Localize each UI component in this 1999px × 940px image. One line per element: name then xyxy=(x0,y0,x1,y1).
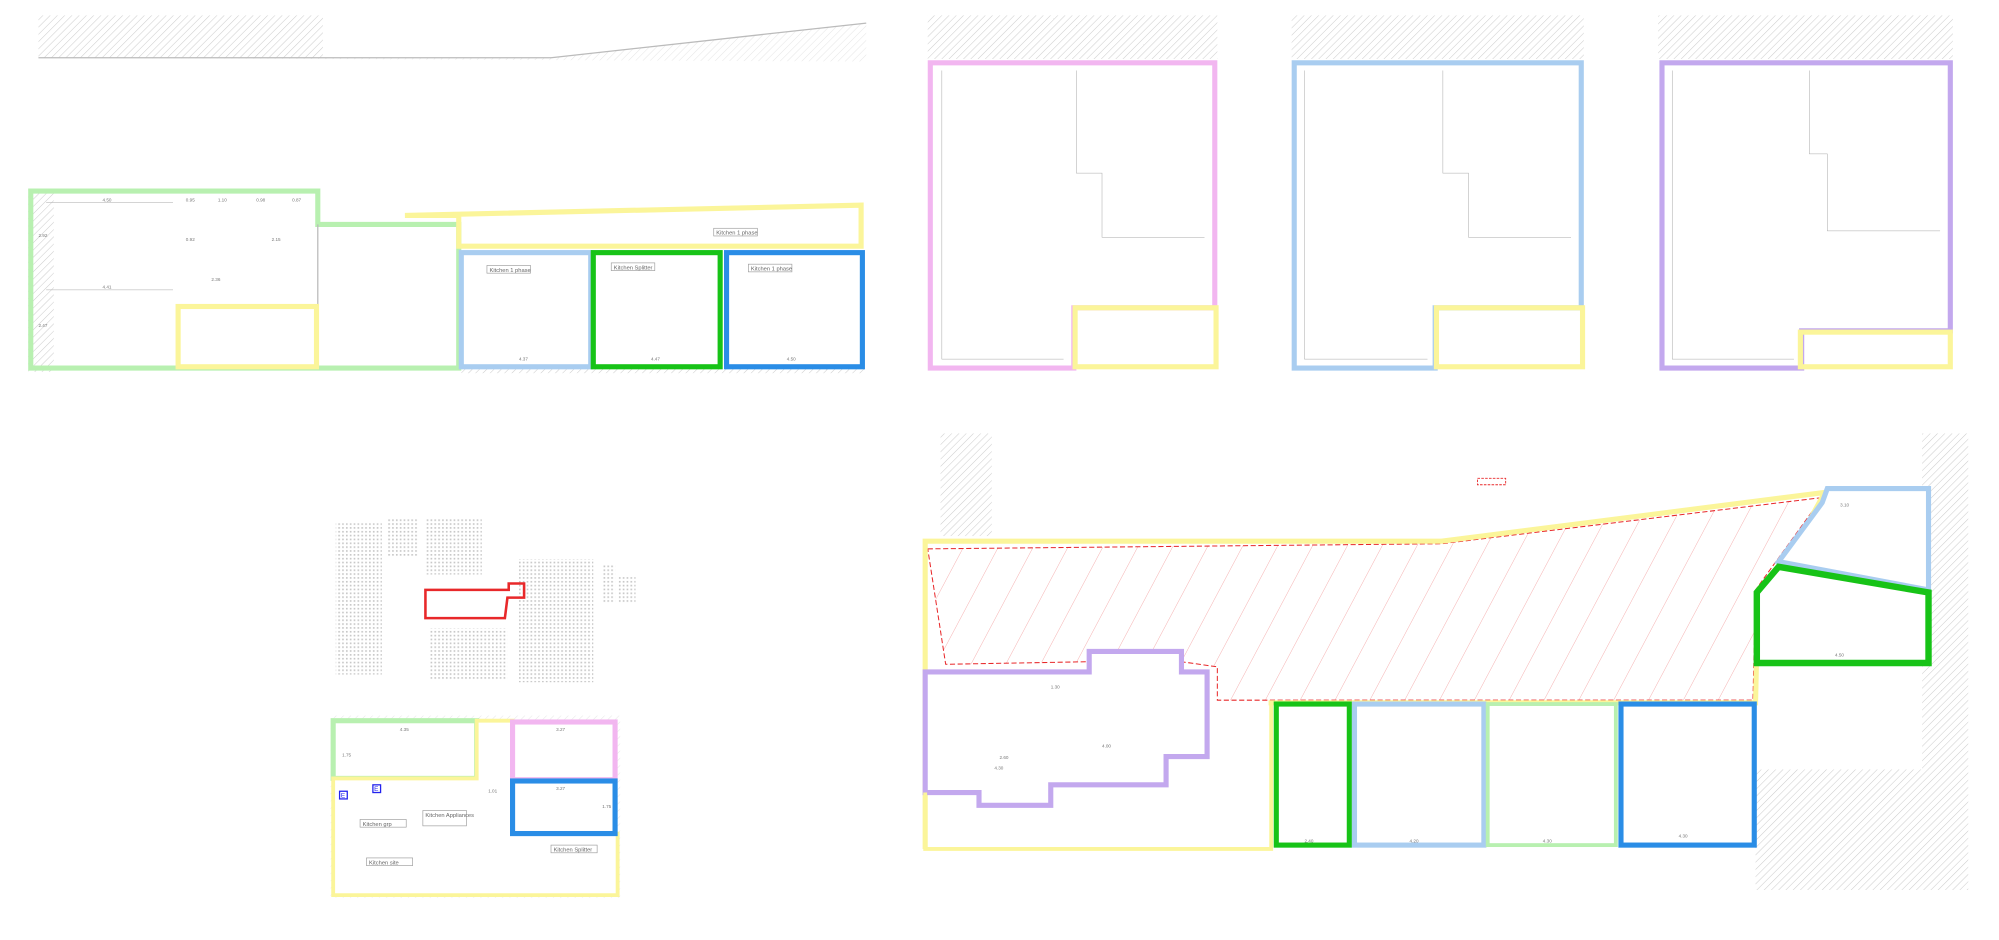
dimension-label: 2.15 xyxy=(272,237,281,242)
dimension-label: 2.40 xyxy=(1304,839,1313,844)
dimension-label: 0.87 xyxy=(292,197,301,202)
dimension-label: 1.75 xyxy=(342,753,351,758)
dimension-label: 4.30 xyxy=(1543,839,1552,844)
dimension-label: 0.92 xyxy=(186,237,195,242)
dimension-label: 0.98 xyxy=(256,197,265,202)
dimension-label: 4.35 xyxy=(400,727,409,732)
plan-purple xyxy=(1658,15,1953,371)
room-green-top xyxy=(1753,563,1932,667)
dimension-label: 2.47 xyxy=(38,323,47,328)
dimension-label: 4.30 xyxy=(994,765,1003,770)
dimension-label: 1.75 xyxy=(602,804,611,809)
plan-top-left: 4.50 0.95 1.10 0.98 0.87 2.92 0.92 2.15 … xyxy=(28,15,867,374)
plan-pink xyxy=(927,15,1219,371)
dimension-label: 1.01 xyxy=(488,789,497,794)
room-label: Kitchen 1 phase xyxy=(489,268,530,274)
dimension-label: 4.47 xyxy=(651,356,660,361)
room-green xyxy=(1273,701,1352,848)
room-light-blue-top xyxy=(1774,486,1932,593)
dimension-label: 1.30 xyxy=(1051,685,1060,690)
room-green xyxy=(590,250,723,370)
dimension-label: 4.41 xyxy=(103,285,112,290)
room-light-green xyxy=(28,188,462,371)
room-purple xyxy=(922,648,1210,808)
dimension-label: 2.36 xyxy=(211,277,220,282)
room-label: Kitchen Splitter xyxy=(554,848,593,854)
room-yellow xyxy=(175,303,320,370)
dimension-label: 2.60 xyxy=(1000,755,1009,760)
dimension-label: 1.10 xyxy=(218,197,227,202)
room-label: Kitchen Splitter xyxy=(614,265,653,271)
room-label: Kitchen Appliances xyxy=(425,813,474,819)
room-light-green xyxy=(1485,702,1618,848)
dimension-label: 4.30 xyxy=(1679,833,1688,838)
dimension-label: 4.00 xyxy=(1102,744,1111,749)
room-label: Kitchen site xyxy=(369,860,399,866)
corridor-yellow xyxy=(404,202,864,249)
site-map xyxy=(335,518,636,683)
dimension-label: 4.50 xyxy=(787,356,796,361)
dimension-label: 3.27 xyxy=(556,786,565,791)
dimension-label: 4.37 xyxy=(519,356,528,361)
dimension-label: 4.20 xyxy=(1410,839,1419,844)
electrical-marker: E xyxy=(341,793,345,800)
plan-bottom-left: E E 4.35 1.75 3.27 3.27 1.01 1.75 Kitche… xyxy=(330,715,621,898)
dimension-label: 4.50 xyxy=(1835,653,1844,658)
hatched-boundary xyxy=(38,15,323,58)
dimension-label: 3.27 xyxy=(556,727,565,732)
room-label: Kitchen 1 phase xyxy=(751,267,792,273)
dimension-label: 4.50 xyxy=(103,197,112,202)
electrical-marker: E xyxy=(374,786,378,793)
room-blue xyxy=(723,250,865,370)
site-outline xyxy=(38,17,867,62)
room-light-blue xyxy=(458,250,594,370)
plan-light-blue xyxy=(1291,15,1586,371)
room-label: Kitchen grp xyxy=(363,822,392,828)
dimension-label: 2.92 xyxy=(38,233,47,238)
dimension-label: 3.10 xyxy=(1840,503,1849,508)
dimension-label: 0.95 xyxy=(186,197,195,202)
room-blue xyxy=(1618,701,1757,848)
selected-building-outline xyxy=(424,582,526,620)
plan-bottom-right: 3.10 4.50 1.30 2.60 4.30 4.00 2.40 4.20 … xyxy=(922,433,1969,890)
room-light-blue xyxy=(1351,701,1487,848)
room-label: Kitchen 1 phase xyxy=(716,231,757,237)
